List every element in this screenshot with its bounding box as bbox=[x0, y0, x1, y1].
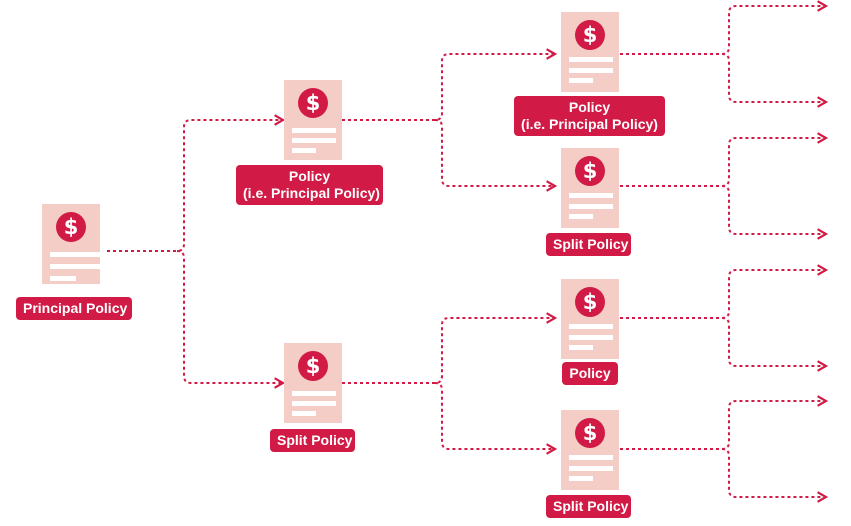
connector-l2c-branches bbox=[620, 264, 829, 319]
node-label-l2-c: Policy bbox=[562, 362, 618, 385]
node-label-l2-d: Split Policy bbox=[546, 495, 631, 518]
dollar-document-icon: $ bbox=[561, 279, 619, 359]
connector-l2a-branches bbox=[620, 0, 829, 55]
dollar-coin-icon: $ bbox=[575, 287, 605, 317]
dollar-coin-icon: $ bbox=[575, 156, 605, 186]
dollar-document-icon: $ bbox=[42, 204, 100, 284]
dollar-coin-icon: $ bbox=[56, 212, 86, 242]
connector-root-to-l1b bbox=[176, 250, 286, 389]
dollar-document-icon: $ bbox=[561, 12, 619, 92]
dollar-document-icon: $ bbox=[284, 343, 342, 423]
dollar-document-icon: $ bbox=[284, 80, 342, 160]
connector-l2d-branches bbox=[620, 395, 829, 450]
node-label-root: Principal Policy bbox=[16, 297, 132, 320]
dollar-coin-icon: $ bbox=[298, 88, 328, 118]
connector-l2b-branches bbox=[620, 132, 829, 187]
node-label-l1-bottom: Split Policy bbox=[270, 429, 355, 452]
connector-l1bot-to-l2c bbox=[342, 312, 558, 384]
dollar-document-icon: $ bbox=[561, 148, 619, 228]
dollar-coin-icon: $ bbox=[575, 20, 605, 50]
node-label-l1-top: Policy (i.e. Principal Policy) bbox=[236, 165, 383, 205]
connector-l1top-to-l2a bbox=[342, 48, 558, 121]
dollar-coin-icon: $ bbox=[298, 351, 328, 381]
connector-l1bot-to-l2d bbox=[434, 382, 558, 455]
dollar-coin-icon: $ bbox=[575, 418, 605, 448]
node-label-l2-a: Policy (i.e. Principal Policy) bbox=[514, 96, 665, 136]
dollar-document-icon: $ bbox=[561, 410, 619, 490]
node-label-l2-b: Split Policy bbox=[546, 233, 631, 256]
